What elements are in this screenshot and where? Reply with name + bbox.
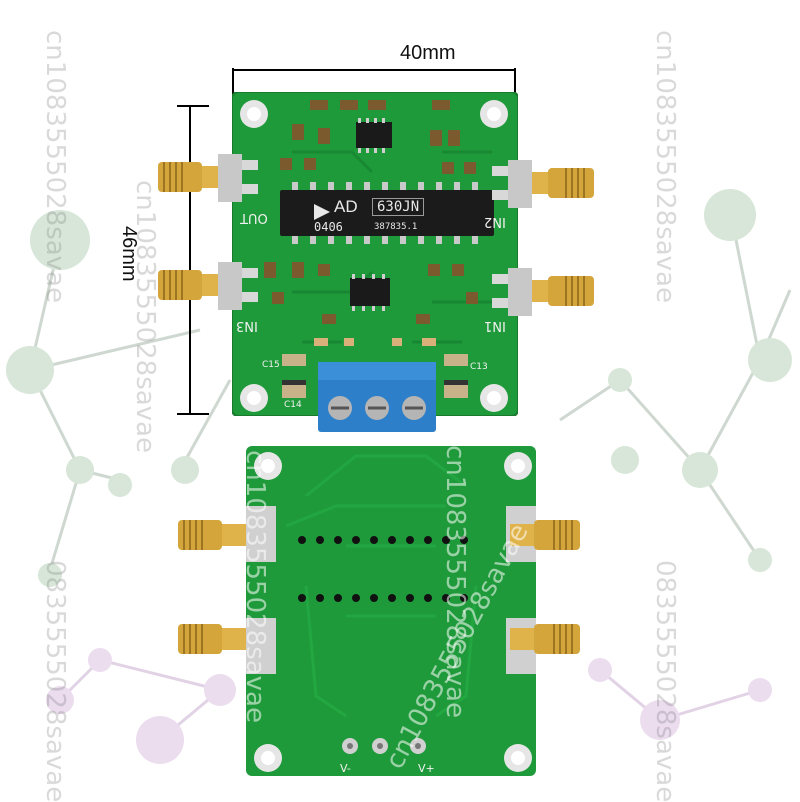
- watermark-text: 0835555028savae: [650, 560, 680, 802]
- label-vminus: V-: [340, 762, 351, 775]
- pcb-top-view: [231, 91, 519, 417]
- chip-part-number: 630JN: [372, 198, 425, 216]
- watermark-text: cn1083555028savae: [240, 450, 270, 723]
- watermark-text: cn1083555028savae: [40, 30, 70, 303]
- label-in2: IN2: [484, 214, 506, 229]
- label-c15: C15: [262, 360, 280, 370]
- sma-connector-bottom-right-2: [510, 624, 580, 654]
- label-in3: IN3: [236, 318, 258, 333]
- sma-connector-bottom-left-1: [178, 520, 246, 550]
- chip-lot-code: 387835.1: [374, 222, 418, 232]
- sma-connector-in3: [158, 262, 258, 310]
- label-c14: C14: [284, 400, 302, 410]
- width-dimension-line: [232, 68, 516, 96]
- label-out: OUT: [240, 210, 268, 225]
- chip-date-code: 0406: [314, 220, 343, 234]
- watermark-text: 0835555028savae: [40, 560, 70, 802]
- sma-connector-bottom-left-2: [178, 624, 246, 654]
- width-label: 40mm: [400, 42, 456, 64]
- sma-connector-bottom-right-1: [510, 520, 580, 550]
- dip-ic-chip: AD 630JN 0406 387835.1: [280, 182, 494, 244]
- dip-ic-body: [280, 182, 494, 244]
- pcb-top-graphic: [231, 91, 519, 417]
- chip-brand: AD: [334, 197, 358, 216]
- watermark-text: cn1083555028savae: [130, 180, 160, 453]
- sma-connector-in2: [492, 160, 594, 208]
- label-c13: C13: [470, 362, 488, 372]
- sma-connector-in1: [492, 268, 594, 316]
- label-vplus: V+: [418, 762, 435, 775]
- watermark-text: cn1083555028savae: [650, 30, 680, 303]
- screw-terminal-block: [318, 362, 436, 432]
- label-in1: IN1: [484, 318, 506, 333]
- sma-connector-out: [158, 154, 258, 202]
- height-dimension-line: [177, 105, 209, 415]
